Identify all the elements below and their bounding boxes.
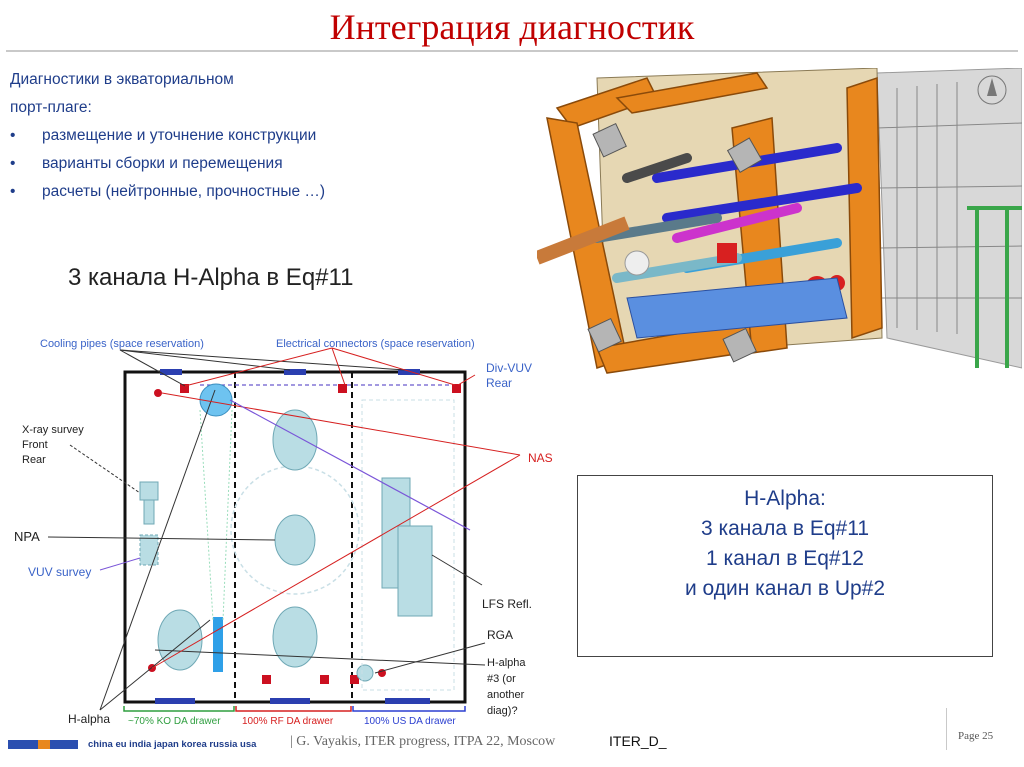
label-vuv-survey: VUV survey <box>28 565 91 579</box>
intro-line-1: Диагностики в экваториальном <box>10 71 234 88</box>
label-cooling-pipes: Cooling pipes (space reservation) <box>40 338 204 350</box>
port-plug-schematic: Cooling pipes (space reservation) Electr… <box>14 338 553 727</box>
label-xray-front: Front <box>22 439 48 451</box>
label-ko-drawer: ~70% KO DA drawer <box>128 716 221 727</box>
label-halpha3-2: #3 (or <box>487 673 516 685</box>
label-xray-survey: X-ray survey <box>22 424 84 436</box>
label-div-vuv: Div-VUV <box>486 361 532 375</box>
label-npa: NPA <box>14 529 40 544</box>
label-halpha3-1: H-alpha <box>487 657 526 669</box>
info-line: и один канал в Up#2 <box>684 577 886 600</box>
port-plug-3d-render <box>537 68 1022 386</box>
label-div-vuv-rear: Rear <box>486 376 512 390</box>
footer-author: | G. Vayakis, ITER progress, ITPA 22, Mo… <box>290 734 556 749</box>
info-line: H-Alpha: <box>744 487 826 510</box>
red-callout-lines <box>151 347 521 669</box>
top-connectors <box>160 369 420 375</box>
halpha-info-box: H-Alpha: 3 канала в Eq#11 1 канал в Eq#1… <box>577 475 993 657</box>
sightline <box>199 409 214 621</box>
housing <box>876 68 1022 369</box>
marker-dot <box>154 389 162 397</box>
ko-drawer-bracket <box>123 706 235 712</box>
footer-document-id: ITER_D_ <box>609 733 667 749</box>
member-countries: china eu india japan korea russia usa <box>88 739 257 750</box>
bottom-connectors <box>155 698 430 704</box>
label-rf-drawer: 100% RF DA drawer <box>242 716 334 727</box>
orange-frame <box>546 72 883 374</box>
bullet-marker: • <box>10 155 16 172</box>
label-us-drawer: 100% US DA drawer <box>364 716 456 727</box>
bullet-text: размещение и уточнение конструкции <box>42 127 317 144</box>
vuv-survey-pointer <box>99 557 141 571</box>
us-drawer-bracket <box>352 706 466 712</box>
label-halpha3-4: diag)? <box>487 705 518 717</box>
blue-floor <box>626 277 848 339</box>
iter-logo-icon <box>8 740 78 749</box>
intro-text: Диагностики в экваториальном порт-плаге:… <box>10 66 530 206</box>
bullet-marker: • <box>10 183 16 200</box>
page-title: Интеграция диагностик <box>329 7 695 47</box>
white-sphere <box>624 250 650 276</box>
label-halpha3-3: another <box>487 689 525 701</box>
us-da-outline <box>361 399 455 691</box>
label-electrical-connectors: Electrical connectors (space reservation… <box>276 338 475 350</box>
bullet-marker: • <box>10 127 16 144</box>
intro-line-2: порт-плаге: <box>10 99 92 116</box>
orientation-arrow-icon <box>987 78 997 96</box>
bullet-item: • расчеты (нейтронные, прочностные …) <box>10 178 530 206</box>
housing-grid <box>876 82 1022 334</box>
bullet-text: варианты сборки и перемещения <box>42 155 283 172</box>
label-lfs-refl: LFS Refl. <box>482 597 532 611</box>
label-halpha: H-alpha <box>68 712 110 726</box>
label-rga: RGA <box>487 628 513 642</box>
bullet-item: • размещение и уточнение конструкции <box>10 122 530 150</box>
diagnostic-components <box>139 409 433 682</box>
orange-beam <box>537 216 630 265</box>
grey-blocks <box>587 122 763 363</box>
sightline <box>222 409 233 621</box>
orientation-icon <box>977 75 1007 105</box>
bullet-text: расчеты (нейтронные, прочностные …) <box>42 183 326 200</box>
halpha-light-pipe <box>213 617 223 672</box>
bullet-item: • варианты сборки и перемещения <box>10 150 530 178</box>
title-divider <box>6 50 1018 52</box>
label-nas: NAS <box>528 451 553 465</box>
support-stand <box>967 206 1022 368</box>
label-xray-rear: Rear <box>22 454 46 466</box>
electrical-connector-markers <box>180 384 461 684</box>
info-line: 3 канала в Eq#11 <box>700 517 870 540</box>
halpha-subheading: 3 канала H-Alpha в Eq#11 <box>68 264 354 291</box>
rf-drawer-bracket <box>235 706 352 712</box>
vuv-sightline <box>229 399 471 531</box>
footer-divider <box>946 708 947 750</box>
page-number: Page 25 <box>958 730 994 742</box>
info-line: 1 канал в Eq#12 <box>706 547 864 570</box>
